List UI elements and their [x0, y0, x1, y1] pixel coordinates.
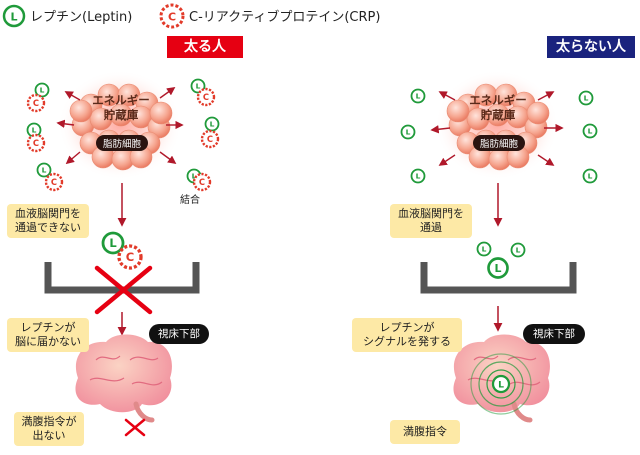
legend-leptin-symbol: L — [10, 11, 17, 24]
svg-text:L: L — [495, 262, 502, 275]
right-fat-cell-label: 脂肪細胞 — [480, 138, 519, 150]
right-pass-leptin-icon: L — [510, 242, 526, 258]
left-fat-cell-cluster — [58, 70, 182, 180]
svg-text:C: C — [51, 177, 57, 187]
left-fat-cell-ball — [149, 101, 173, 125]
svg-text:C: C — [126, 250, 134, 264]
left-leptin-note: レプチンが 脳に届かない — [7, 318, 89, 352]
right-signal-leptin-icon: L — [491, 374, 511, 394]
left-bound-crp-icon: C — [117, 244, 143, 270]
right-leptin-icon: L — [410, 88, 426, 104]
svg-text:C: C — [33, 98, 39, 108]
svg-text:L: L — [482, 245, 487, 254]
svg-text:L: L — [588, 172, 593, 181]
left-pair-crp-icon: C — [26, 93, 46, 113]
legend-leptin-icon — [2, 4, 26, 28]
right-fat-title-line1: エネルギー — [469, 93, 527, 107]
right-signal-leptin: L — [491, 374, 511, 394]
right-leptin-icon: L — [578, 90, 594, 106]
svg-text:L: L — [210, 120, 215, 129]
left-satiety-note: 満腹指令が 出ない — [14, 412, 84, 446]
left-brain-icon — [75, 334, 172, 423]
svg-text:C: C — [33, 138, 39, 148]
svg-text:L: L — [406, 128, 411, 137]
left-fat-cell-pill — [96, 135, 148, 151]
right-leptin-icon: L — [582, 168, 598, 184]
right-fat-cell-pill — [473, 135, 525, 151]
left-pair-leptin-icon: L — [190, 78, 206, 94]
svg-text:L: L — [192, 172, 197, 181]
left-bound-pair: LC — [101, 231, 143, 270]
left-fat-cell-ball — [69, 99, 93, 123]
left-pair-crp-icon: C — [200, 129, 220, 149]
svg-text:L: L — [42, 166, 47, 175]
right-free-leptins: L L L L L L — [400, 88, 598, 184]
right-blood-brain-barrier — [420, 262, 577, 294]
right-satiety-note: 満腹指令 — [390, 420, 460, 444]
left-radial-arrows — [56, 87, 184, 165]
left-pair-crp-icon: C — [44, 172, 64, 192]
left-bbb-note: 血液脳関門を 通過できない — [7, 204, 89, 238]
left-blood-brain-barrier — [44, 262, 200, 294]
right-leptin-icon: L — [410, 168, 426, 184]
left-hypothalamus-label: 視床下部 — [149, 324, 209, 344]
svg-text:L: L — [109, 236, 117, 250]
left-fat-title-line2: 貯蔵庫 — [104, 108, 139, 122]
left-header: 太る人 — [167, 36, 243, 58]
svg-text:L: L — [416, 92, 421, 101]
right-hypothalamus-label: 視床下部 — [523, 324, 585, 344]
right-leptin-note: レプチンが シグナルを発する — [352, 318, 462, 352]
svg-text:L: L — [588, 127, 593, 136]
left-fat-cell-label: 脂肪細胞 — [103, 138, 142, 150]
left-pair-leptin-icon: L — [34, 82, 50, 98]
right-fat-cell-cluster — [435, 70, 559, 180]
left-bound-leptin-icon: L — [101, 231, 125, 255]
svg-text:L: L — [196, 82, 201, 91]
left-pair-leptin-icon: L — [36, 162, 52, 178]
legend-crp-label: C-リアクティブプロテイン(CRP) — [189, 9, 380, 25]
svg-text:L: L — [498, 379, 504, 390]
left-bind-label: 結合 — [180, 193, 200, 206]
left-pair-crp-icon: C — [26, 133, 46, 153]
svg-text:L: L — [416, 172, 421, 181]
svg-text:C: C — [203, 92, 209, 102]
left-pair-leptin-icon: L — [204, 116, 220, 132]
right-leptin-icon: L — [582, 123, 598, 139]
left-pair-crp-icon: C — [196, 87, 216, 107]
svg-text:L: L — [584, 94, 589, 103]
svg-text:C: C — [207, 134, 213, 144]
right-signal-rings — [470, 353, 532, 415]
right-fat-title-line2: 貯蔵庫 — [481, 108, 516, 122]
svg-text:L: L — [516, 246, 521, 255]
right-bbb-note: 血液脳関門を 通過 — [390, 204, 472, 238]
right-pass-leptin-icon: L — [487, 257, 509, 279]
legend: L レプチン(Leptin) C C-リアクティブプロテイン(CRP) — [2, 3, 380, 29]
svg-text:L: L — [40, 86, 45, 95]
left-small-cross-icon — [124, 418, 146, 437]
left-pair-leptin-icon: L — [26, 122, 42, 138]
legend-crp-icon — [159, 3, 185, 29]
svg-text:C: C — [199, 177, 205, 187]
left-big-cross-icon — [94, 265, 153, 315]
svg-text:L: L — [32, 126, 37, 135]
right-leptin-icon: L — [400, 124, 416, 140]
right-fat-cell-ball — [526, 101, 550, 125]
legend-leptin-label: レプチン(Leptin) — [30, 10, 132, 25]
right-header: 太らない人 — [547, 36, 635, 58]
right-pass-leptin-icon: L — [476, 241, 492, 257]
right-radial-arrows — [430, 91, 564, 166]
right-fat-cell-ball — [446, 99, 470, 123]
left-fat-title-line1: エネルギー — [92, 93, 150, 107]
left-pair-crp-icon: C — [192, 172, 212, 192]
legend-crp-symbol: C — [168, 11, 176, 24]
